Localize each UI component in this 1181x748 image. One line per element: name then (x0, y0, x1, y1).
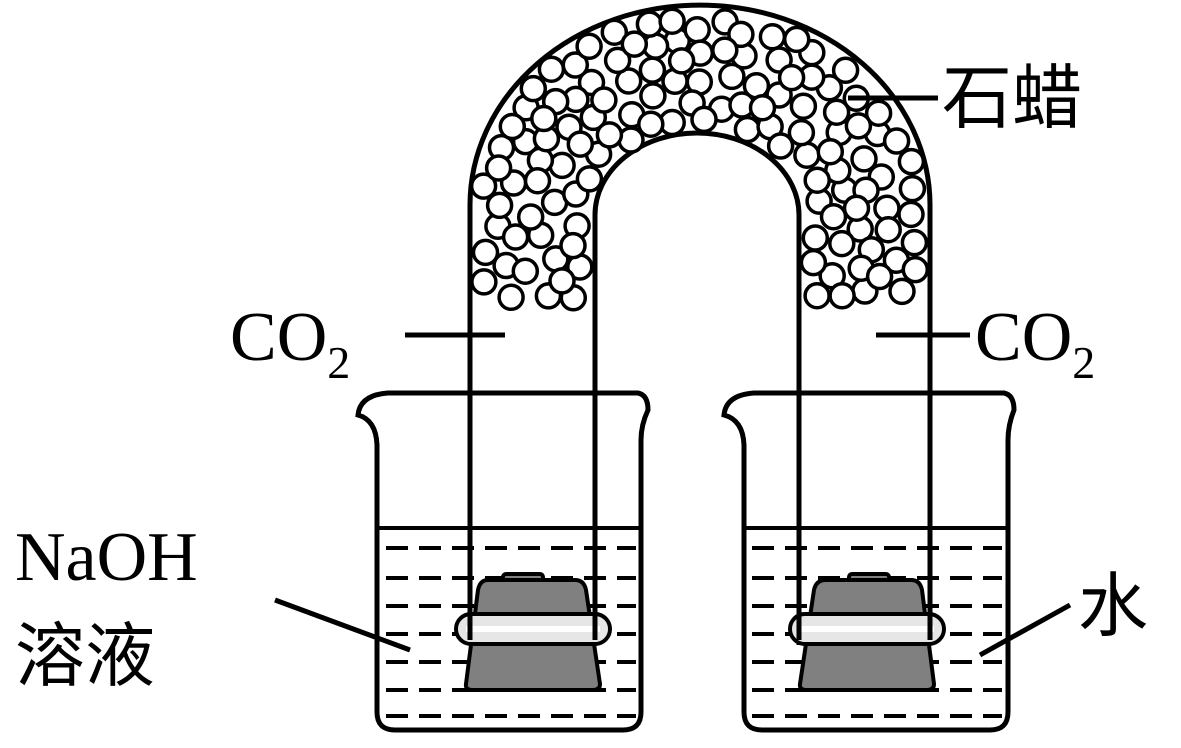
paraffin-bead (828, 282, 856, 310)
paraffin-bead (471, 238, 500, 267)
paraffin-bead (620, 30, 649, 58)
paraffin-bead (900, 228, 929, 257)
u-tube-inner-wall (592, 130, 802, 645)
paraffin-bead (865, 262, 894, 291)
paraffin-bead (733, 115, 762, 144)
naoh-label-line2: 溶液 (15, 619, 155, 696)
paraffin-bead (789, 92, 818, 120)
paraffin-bead (511, 257, 540, 285)
paraffin-bead (803, 166, 831, 194)
paraffin-bead (793, 141, 821, 169)
paraffin-bead (901, 255, 930, 284)
right-beaker (721, 390, 1017, 733)
paraffin-bead (658, 7, 686, 35)
paraffin-bead (777, 63, 806, 92)
paraffin-bead (566, 130, 595, 158)
paraffin-bead (519, 74, 548, 103)
left-beaker-outline (355, 390, 651, 733)
water-dashes (752, 546, 1002, 718)
water-label: 水 (1078, 569, 1148, 646)
paraffin-bead (882, 127, 911, 155)
tube-legs-in-liquid (467, 520, 933, 640)
paraffin-bead (898, 174, 927, 203)
paraffin-bead (690, 105, 718, 134)
paraffin-bead (799, 248, 828, 277)
paraffin-bead (819, 202, 848, 231)
u-tube-outer-wall (467, 2, 933, 645)
paraffin-bead (516, 203, 545, 231)
paraffin-bead (888, 277, 916, 306)
paraffin-bead (803, 281, 831, 310)
paraffin-bead (897, 200, 925, 229)
paraffin-bead (537, 55, 566, 83)
paraffin-bead (831, 56, 860, 85)
naoh-leader (274, 597, 411, 653)
paraffin-bead (766, 132, 795, 160)
paraffin-bead (639, 82, 667, 110)
wax-label: 石蜡 (942, 61, 1082, 138)
co2-right-label: CO2 (975, 299, 1095, 388)
paraffin-bead (484, 154, 513, 182)
paraffin-bead (469, 172, 498, 200)
paraffin-bead (850, 145, 878, 173)
paraffin-bead (801, 224, 830, 252)
u-tube (467, 2, 933, 645)
paraffin-bead (874, 215, 902, 244)
leader-lines (274, 95, 1072, 658)
paraffin-bead (523, 166, 552, 195)
paraffin-bead (667, 47, 696, 75)
paraffin-bead (844, 112, 873, 140)
paraffin-bead (497, 283, 525, 312)
left-beaker (355, 390, 651, 733)
paraffin-bead (637, 110, 665, 138)
paraffin-bead (603, 46, 632, 75)
right-beaker-outline (721, 390, 1017, 733)
paraffin-bead (787, 118, 816, 147)
paraffin-bead (711, 36, 739, 64)
naoh-label-line1: NaOH (15, 519, 198, 596)
paraffin-bead (842, 194, 871, 222)
paraffin-wax-beads (469, 7, 930, 312)
right-weight (788, 572, 946, 692)
paraffin-bead (530, 104, 558, 133)
paraffin-bead (575, 32, 603, 61)
paraffin-bead (590, 86, 618, 114)
water-leader (978, 602, 1072, 658)
paraffin-bead (485, 191, 514, 220)
paraffin-bead (600, 18, 629, 46)
paraffin-bead (614, 67, 643, 95)
paraffin-bead (470, 268, 498, 296)
paraffin-bead (548, 267, 576, 295)
paraffin-bead (718, 62, 746, 91)
paraffin-bead (727, 20, 755, 49)
paraffin-bead (559, 231, 587, 260)
paraffin-bead (822, 98, 851, 126)
left-weight (454, 572, 612, 692)
paraffin-bead (501, 223, 530, 251)
paraffin-bead (864, 99, 893, 127)
paraffin-bead (897, 147, 926, 176)
paraffin-bead (748, 93, 777, 122)
paraffin-bead (498, 112, 527, 141)
paraffin-bead (683, 16, 711, 44)
paraffin-bead (828, 229, 856, 258)
paraffin-bead (758, 23, 787, 51)
paraffin-bead (782, 25, 811, 54)
paraffin-bead (638, 56, 667, 84)
co2-left-label: CO2 (230, 299, 350, 388)
paraffin-bead (575, 165, 604, 193)
paraffin-bead (595, 121, 624, 149)
paraffin-bead (816, 137, 845, 166)
